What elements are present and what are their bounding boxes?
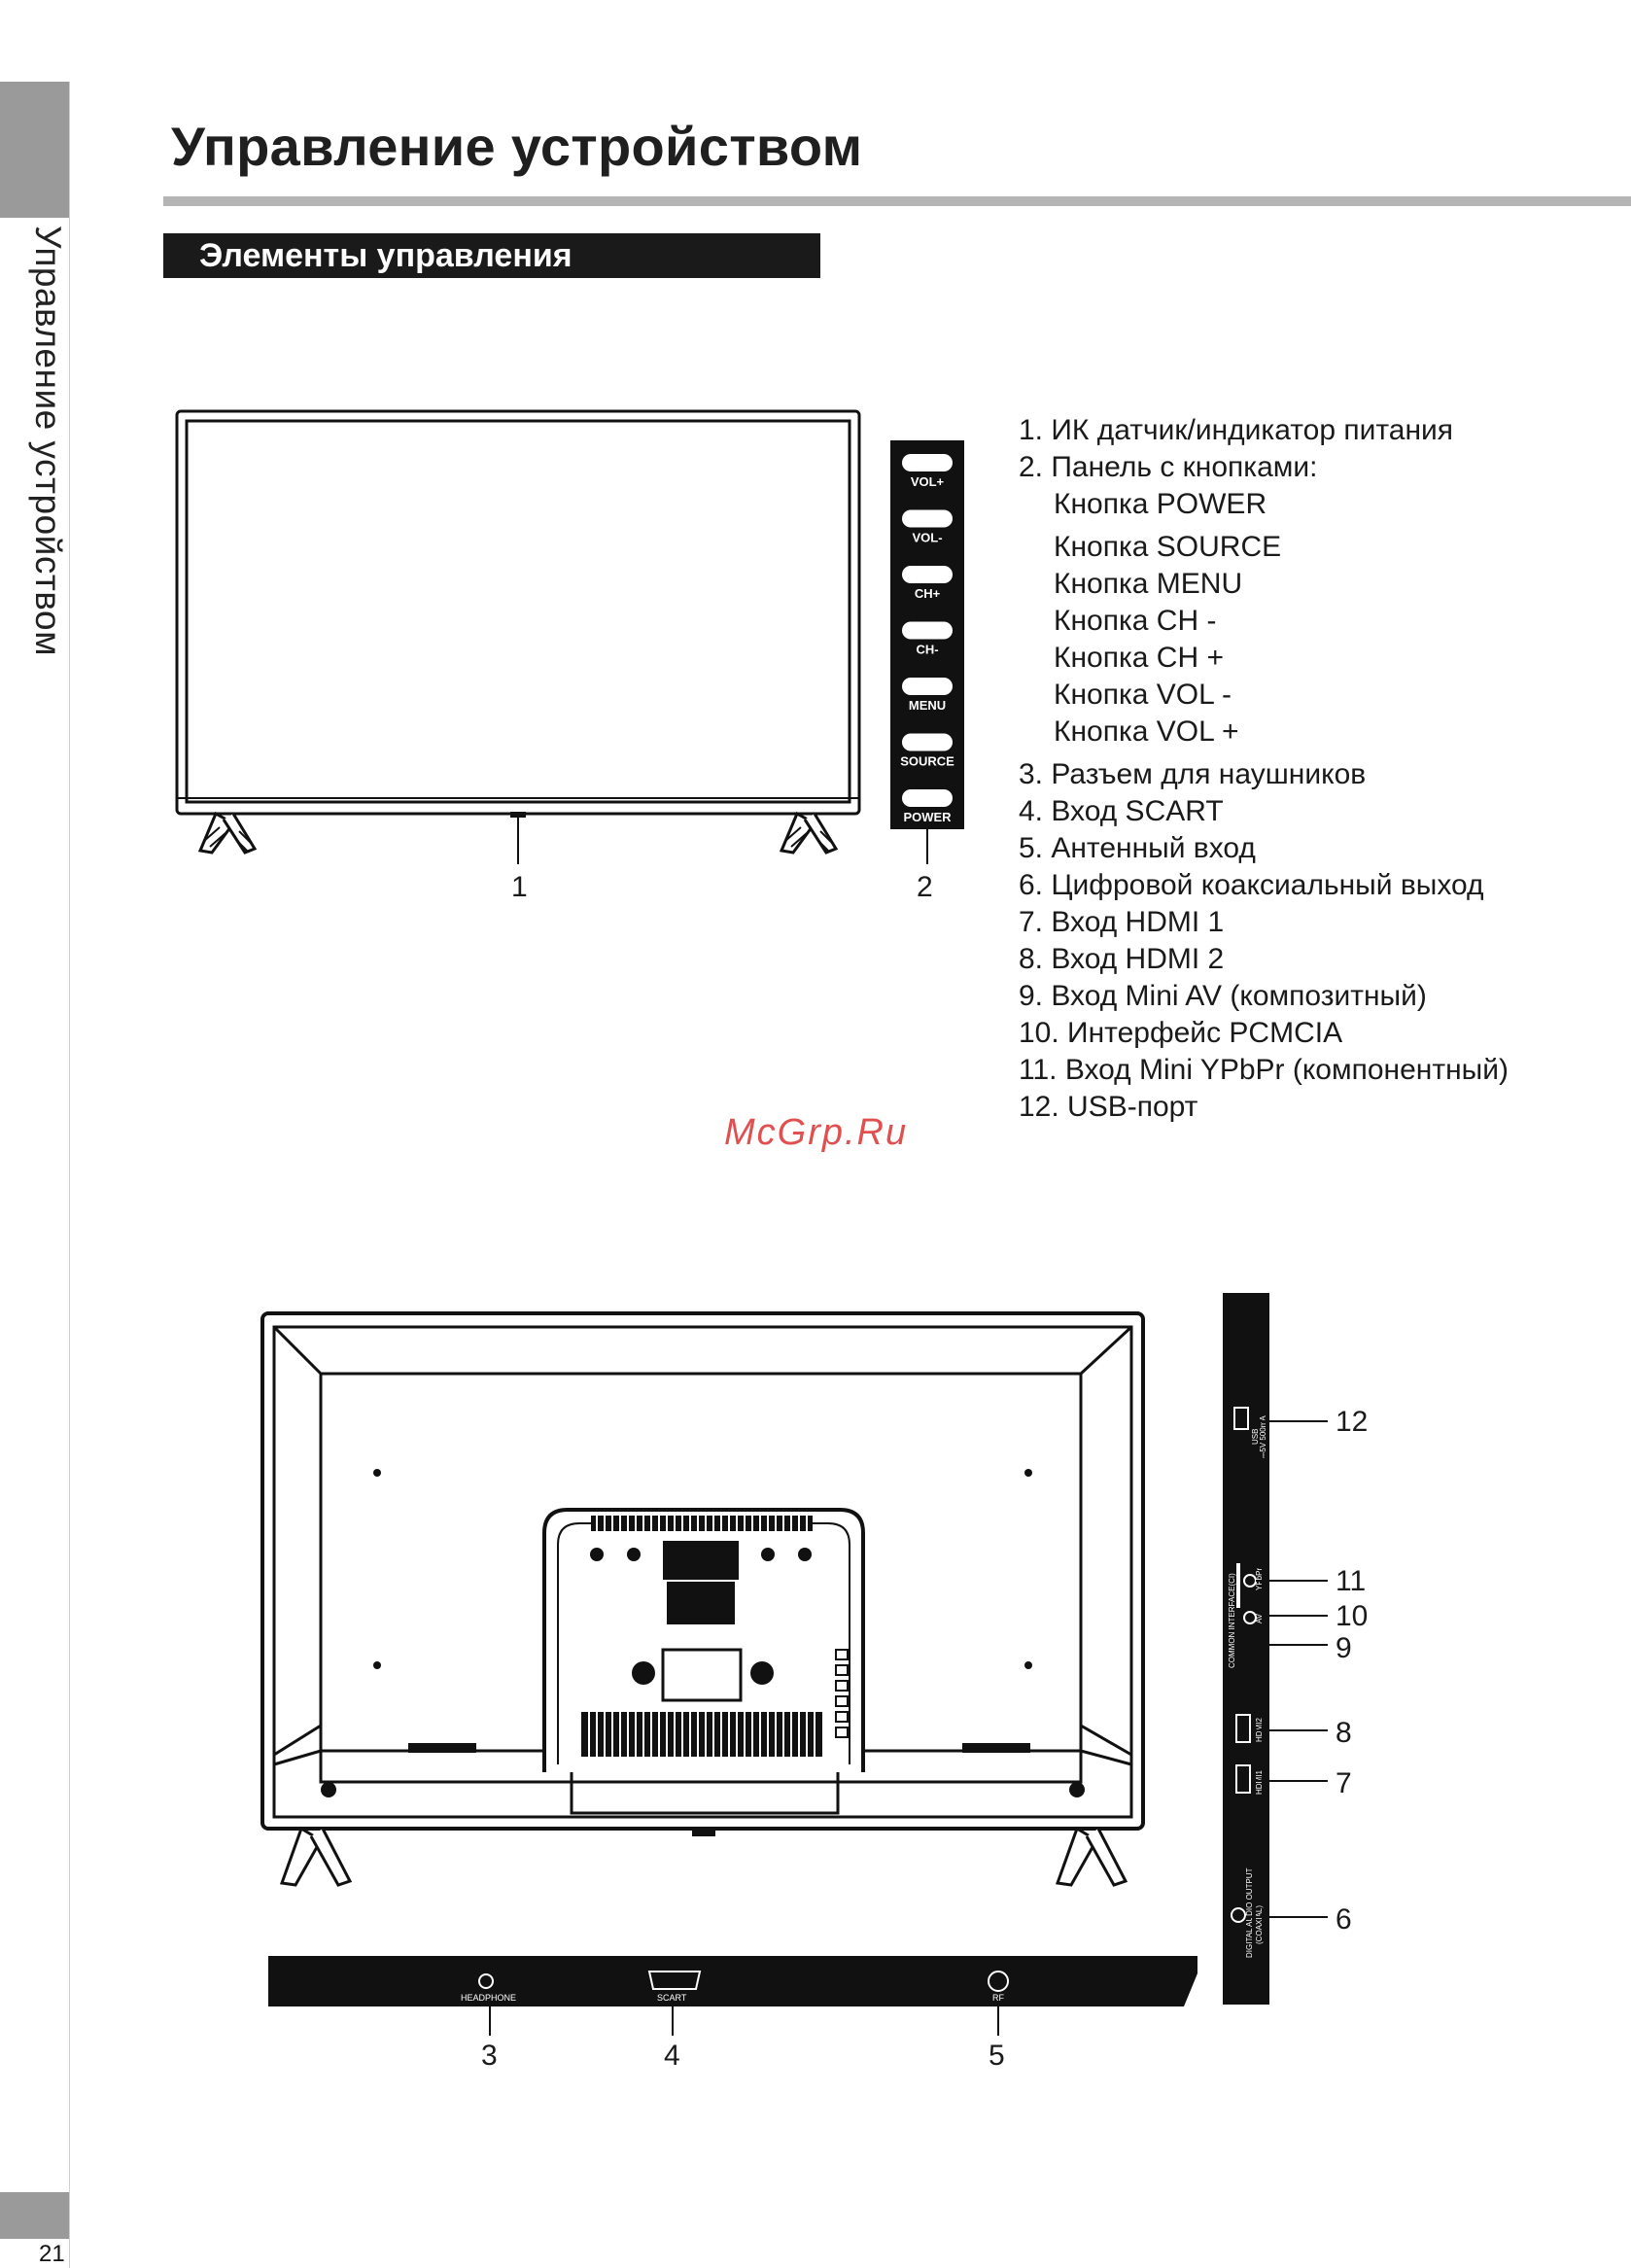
bottom-port-strip: HEADPHONE SCART RF: [268, 1956, 1197, 2036]
panel-button-chminus: [902, 621, 953, 640]
warning-label: [667, 1582, 735, 1624]
scart-port-label: SCART: [657, 1993, 687, 2003]
av-label: AV: [1255, 1613, 1264, 1623]
usb-label: USB: [1251, 1429, 1260, 1445]
tv-rear-diagram: [260, 1311, 1145, 1887]
legend-sub-item: Кнопка SOURCE: [1054, 531, 1282, 563]
section-title: Элементы управления: [199, 237, 573, 274]
title-rule: [163, 196, 1631, 206]
callout-3: 3: [481, 2040, 498, 2072]
legend-item: 10. Интерфейс PCMCIA: [1019, 1017, 1343, 1049]
legend-item: 1. ИК датчик/индикатор питания: [1019, 414, 1454, 446]
side-port-strip: USB ⎓5V 500mA YPbPr COMMON INTERFACE(CI)…: [1223, 1293, 1328, 2005]
tv-front-feet: [197, 811, 839, 855]
legend-sub-item: Кнопка POWER: [1054, 488, 1267, 520]
callout-1: 1: [511, 871, 528, 903]
page-title: Управление устройством: [171, 116, 863, 177]
rf-port-label: RF: [992, 1993, 1004, 2003]
legend-item: 8. Вход HDMI 2: [1019, 943, 1225, 975]
callout-8: 8: [1336, 1717, 1352, 1749]
legend-item: 7. Вход HDMI 1: [1019, 906, 1225, 938]
legend-sub-item: Кнопка MENU: [1054, 568, 1243, 600]
rating-label: [661, 1648, 743, 1702]
coaxial-port-icon: [1231, 1907, 1246, 1923]
digital-audio-label: DIGITAL AUDIO OUTPUT: [1245, 1867, 1254, 1958]
callout-2: 2: [917, 871, 933, 903]
legend-sub-item: Кнопка CH +: [1054, 642, 1224, 674]
ypbpr-label: YPbPr: [1255, 1568, 1264, 1590]
legend-sub-item: Кнопка VOL +: [1054, 715, 1239, 748]
av-port-icon: [1243, 1611, 1257, 1624]
callout-4: 4: [664, 2040, 680, 2072]
panel-button-power: [902, 789, 953, 807]
panel-button-label: VOL-: [912, 531, 942, 545]
ci-slot-icon: [1236, 1563, 1240, 1608]
legend-item: 4. Вход SCART: [1019, 795, 1224, 827]
legend-sub-item: Кнопка VOL -: [1054, 679, 1232, 711]
panel-button-volplus: [902, 454, 953, 471]
watermark: McGrp.Ru: [724, 1112, 909, 1153]
panel-button-source: [902, 733, 953, 751]
panel-button-volminus: [902, 509, 953, 528]
legend-item: 12. USB-порт: [1019, 1091, 1198, 1123]
legend-item: 6. Цифровой коаксиальный выход: [1019, 869, 1484, 901]
usb-port-icon: [1233, 1407, 1249, 1430]
page-number: 21: [39, 2241, 65, 2267]
page-number-tab: [0, 2192, 69, 2239]
panel-button-label: POWER: [903, 810, 952, 824]
panel-button-chplus: [902, 566, 953, 583]
tv-rear-panel: [319, 1372, 1083, 1784]
callout-7: 7: [1336, 1767, 1352, 1799]
legend-list: 1. ИК датчик/индикатор питания 2. Панель…: [1019, 412, 1509, 1126]
usb-power-label: ⎓5V 500mA: [1259, 1415, 1267, 1458]
vent-grille: [408, 1516, 1030, 1757]
legend-sub-item: Кнопка CH -: [1054, 605, 1217, 637]
panel-button-label: SOURCE: [900, 754, 954, 769]
hdmi1-port-icon: [1235, 1764, 1251, 1794]
side-tab-marker: [0, 82, 69, 218]
callout-9: 9: [1336, 1632, 1352, 1664]
tv-front-bezel: [175, 409, 861, 816]
callout-6: 6: [1336, 1903, 1352, 1936]
legend-item: 9. Вход Mini AV (композитный): [1019, 980, 1427, 1012]
panel-button-label: CH+: [915, 586, 941, 601]
legend-item: 5. Антенный вход: [1019, 832, 1256, 864]
coaxial-label: (COAXIAL): [1255, 1905, 1264, 1944]
callout-12: 12: [1336, 1406, 1369, 1438]
panel-button-label: VOL+: [911, 474, 945, 489]
scart-port-icon: [647, 1971, 702, 1990]
section-bar: [163, 233, 820, 278]
hdmi1-label: HDMI1: [1255, 1770, 1264, 1795]
panel-button-label: CH-: [916, 643, 938, 657]
panel-button-menu: [902, 678, 953, 695]
hdmi2-port-icon: [1235, 1714, 1251, 1743]
legend-item: 11. Вход Mini YPbPr (компонентный): [1019, 1054, 1509, 1086]
legend-item: 3. Разъем для наушников: [1019, 758, 1367, 790]
legend-item: 2. Панель с кнопками:: [1019, 451, 1318, 483]
headphone-port-label: HEADPHONE: [461, 1993, 516, 2003]
ci-label: COMMON INTERFACE(CI): [1228, 1573, 1236, 1668]
side-divider: [69, 82, 70, 2268]
side-chapter-title: Управление устройством: [28, 226, 68, 657]
headphone-jack-icon: [478, 1973, 494, 1989]
tv-front-diagram: VOL+ VOL- CH+ CH- MENU SOURCE POWER: [175, 409, 964, 864]
tv-rear-feet: [279, 1826, 1128, 1887]
panel-button-label: MENU: [909, 698, 946, 713]
rf-port-icon: [988, 1971, 1009, 1992]
rear-housing: [542, 1508, 865, 1772]
callout-10: 10: [1336, 1600, 1369, 1632]
tv-front-screen: [185, 419, 851, 804]
callout-5: 5: [989, 2040, 1005, 2072]
callout-11: 11: [1336, 1565, 1367, 1597]
ir-sensor-icon: [510, 812, 526, 818]
